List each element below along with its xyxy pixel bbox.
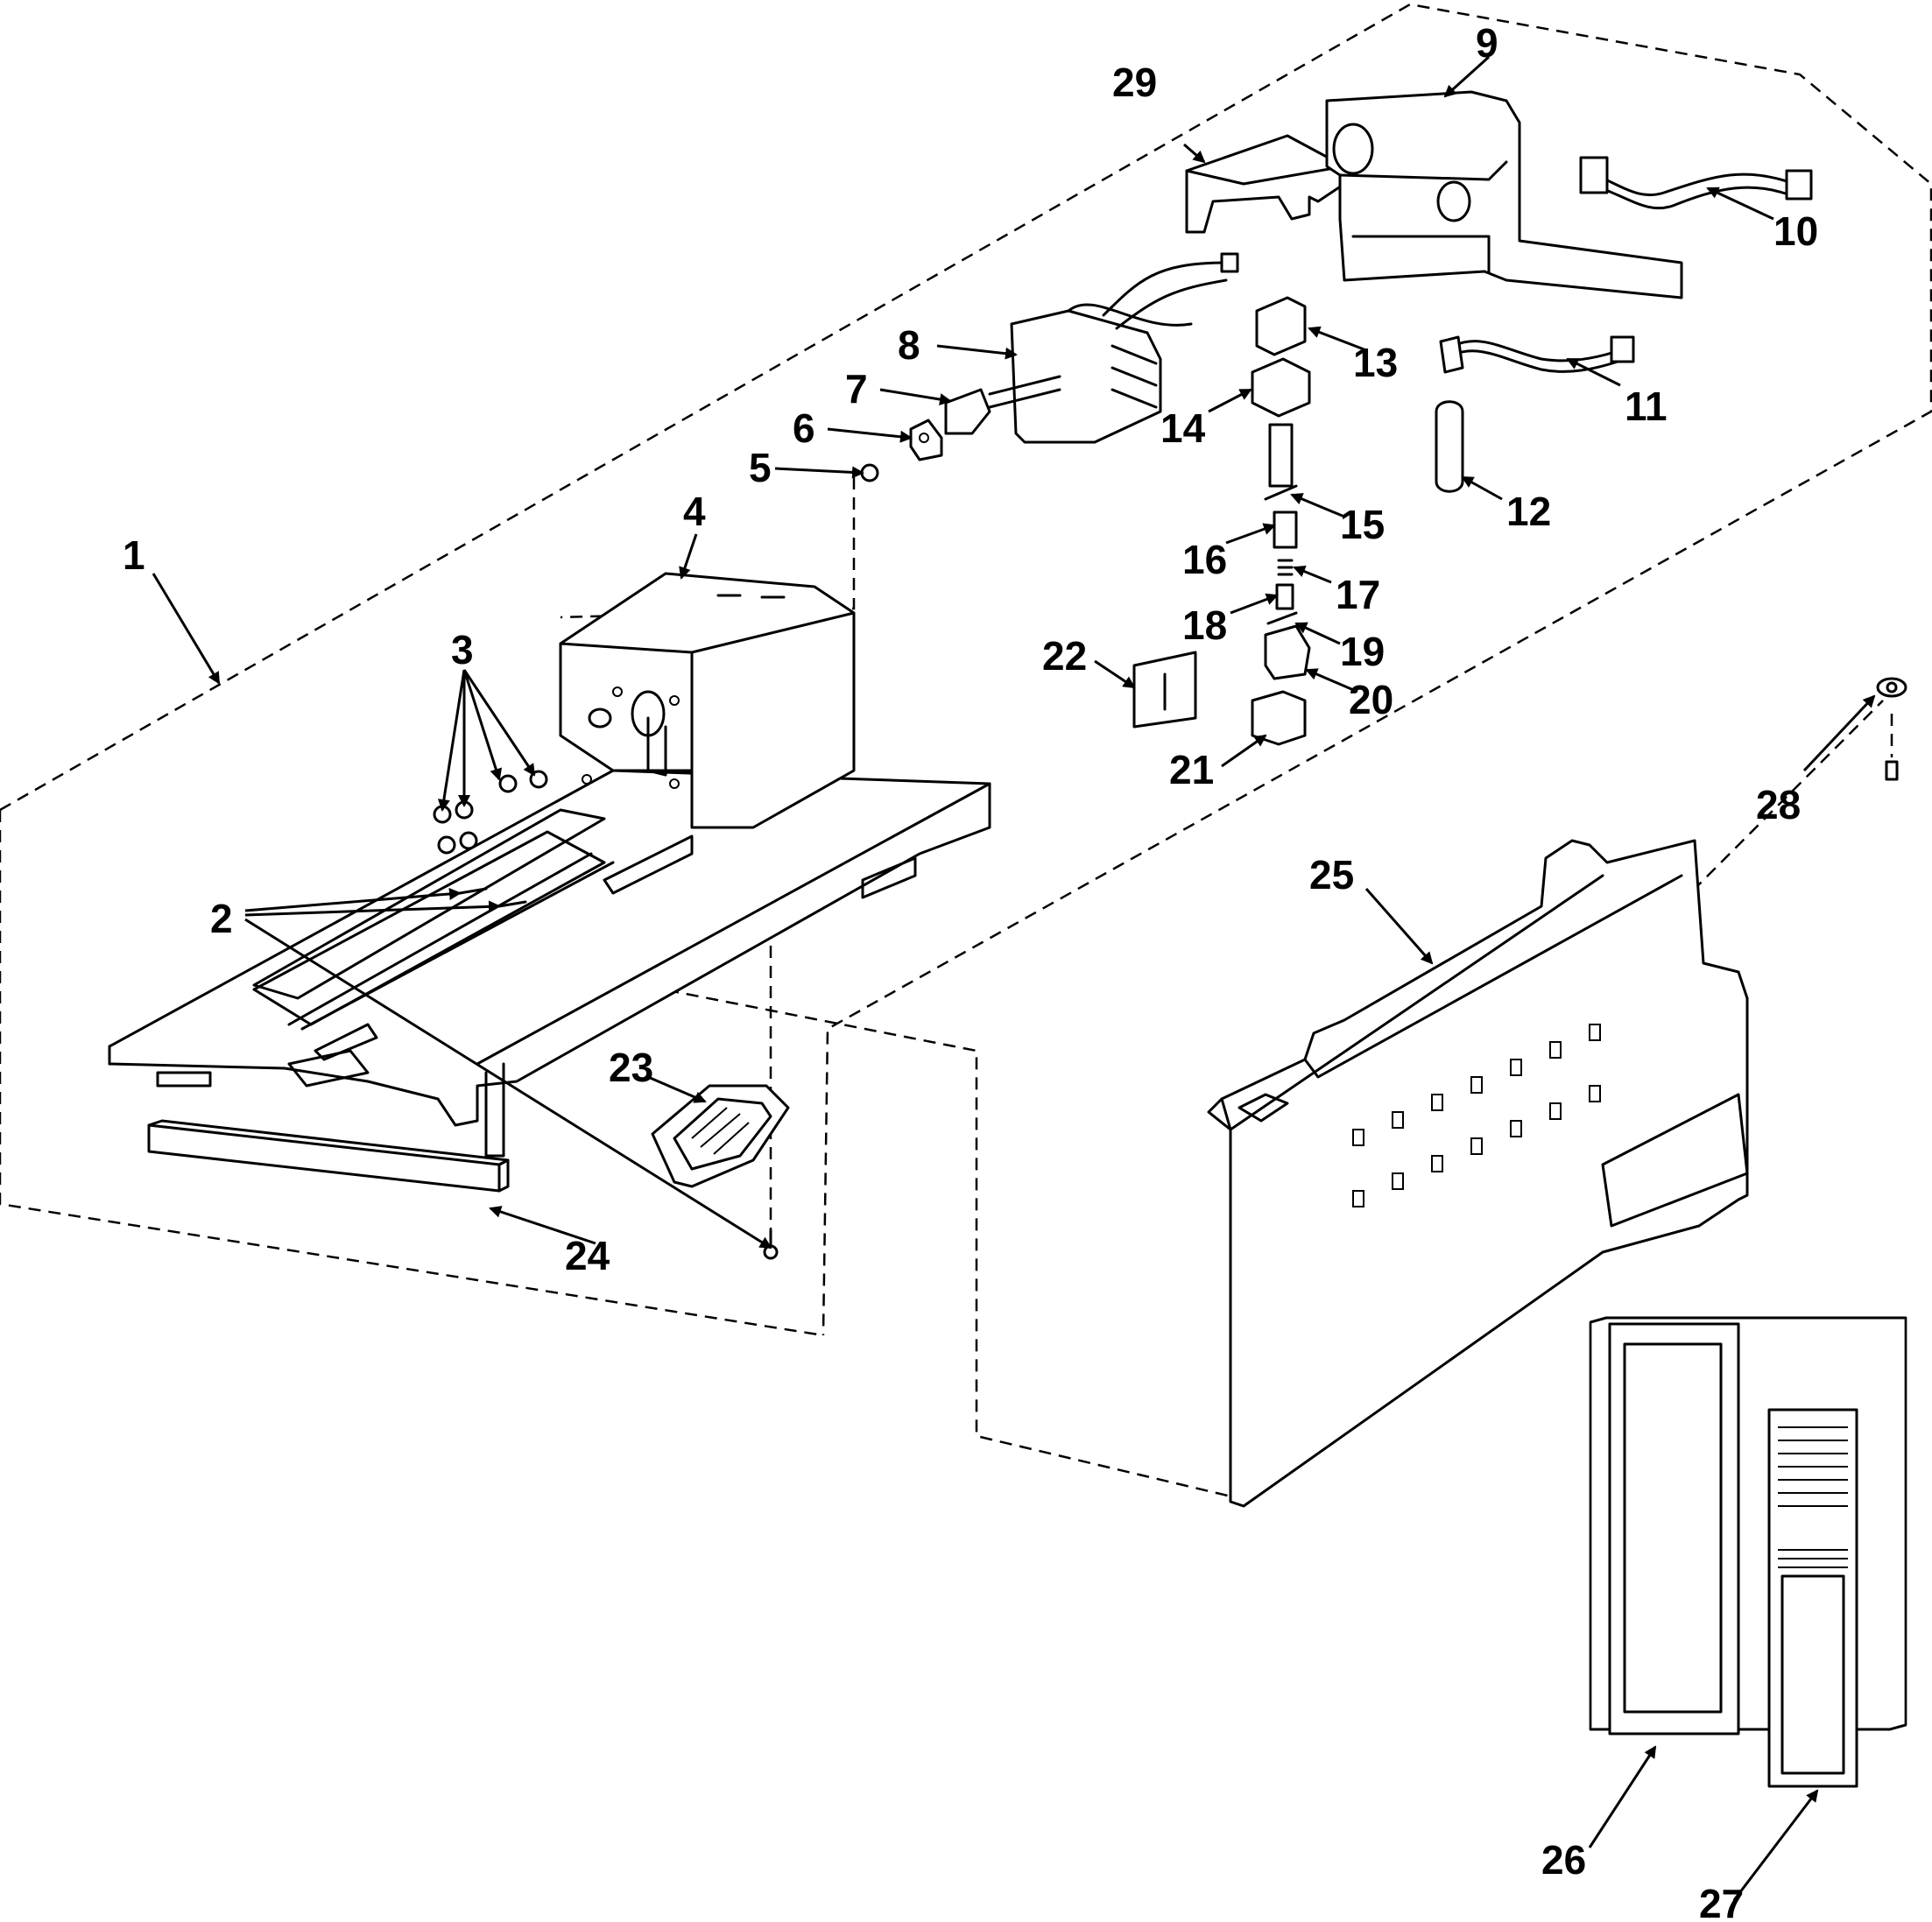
washer-19 bbox=[1266, 611, 1298, 625]
callout-22: 22 bbox=[1042, 633, 1087, 679]
callout-17: 17 bbox=[1336, 572, 1380, 617]
callout-19: 19 bbox=[1340, 629, 1385, 674]
plunger-15 bbox=[1268, 423, 1294, 488]
callout-20: 20 bbox=[1349, 677, 1393, 722]
clip-7 bbox=[944, 388, 991, 435]
assembly-boundary-dashed-lines bbox=[0, 3, 1932, 1499]
callout-9: 9 bbox=[1476, 20, 1498, 66]
bulb-12 bbox=[1435, 400, 1464, 493]
callout-21: 21 bbox=[1169, 747, 1214, 792]
wire-harness-10 bbox=[1579, 156, 1813, 210]
callout-16: 16 bbox=[1182, 537, 1227, 582]
spring-17 bbox=[1277, 559, 1294, 576]
motor-8 bbox=[1010, 309, 1162, 444]
solenoid-13 bbox=[1255, 296, 1307, 356]
callout-3: 3 bbox=[451, 627, 474, 672]
callout-18: 18 bbox=[1182, 602, 1227, 648]
drip-tray-23 bbox=[651, 1084, 790, 1188]
callout-10: 10 bbox=[1773, 208, 1818, 254]
door-panel-25 bbox=[1207, 839, 1749, 1508]
bracket-6 bbox=[909, 419, 943, 461]
callout-11: 11 bbox=[1625, 384, 1668, 429]
block-14 bbox=[1251, 357, 1311, 418]
callout-23: 23 bbox=[609, 1045, 653, 1090]
solenoid-stack bbox=[1132, 296, 1311, 746]
leader-lines bbox=[152, 55, 1876, 1901]
holder-21 bbox=[1251, 690, 1307, 746]
callout-4: 4 bbox=[683, 489, 706, 534]
inner-panel-26 bbox=[1589, 1316, 1907, 1735]
callout-26: 26 bbox=[1541, 1837, 1586, 1883]
knob-28 bbox=[1876, 677, 1907, 781]
callout-labels: 1 2 3 4 5 6 7 8 9 10 11 12 13 14 15 16 1… bbox=[123, 20, 1818, 1922]
callout-5: 5 bbox=[749, 445, 772, 490]
callout-12: 12 bbox=[1506, 489, 1551, 534]
lamp-assembly bbox=[1435, 335, 1635, 493]
bracket-20 bbox=[1264, 624, 1311, 680]
cover-29 bbox=[1185, 134, 1346, 234]
callout-7: 7 bbox=[845, 366, 868, 412]
sleeve-16 bbox=[1273, 510, 1298, 549]
base-plate-assembly bbox=[108, 572, 991, 1260]
callout-6: 6 bbox=[793, 405, 815, 451]
callout-8: 8 bbox=[898, 322, 920, 368]
motor-assembly bbox=[860, 252, 1239, 482]
callout-14: 14 bbox=[1160, 405, 1206, 451]
callout-28: 28 bbox=[1756, 782, 1801, 827]
vent-slots bbox=[1352, 1024, 1601, 1207]
pin-18 bbox=[1275, 583, 1294, 610]
callout-27: 27 bbox=[1699, 1881, 1744, 1922]
callout-1: 1 bbox=[123, 532, 145, 578]
callout-29: 29 bbox=[1112, 60, 1157, 105]
nut-5 bbox=[860, 463, 879, 482]
callout-24: 24 bbox=[565, 1233, 610, 1278]
callout-15: 15 bbox=[1340, 502, 1385, 547]
callout-2: 2 bbox=[210, 896, 233, 941]
callout-25: 25 bbox=[1309, 852, 1354, 898]
grille-panel-27 bbox=[1767, 1408, 1858, 1788]
callout-13: 13 bbox=[1353, 340, 1398, 385]
upper-housing-9 bbox=[1325, 90, 1683, 299]
